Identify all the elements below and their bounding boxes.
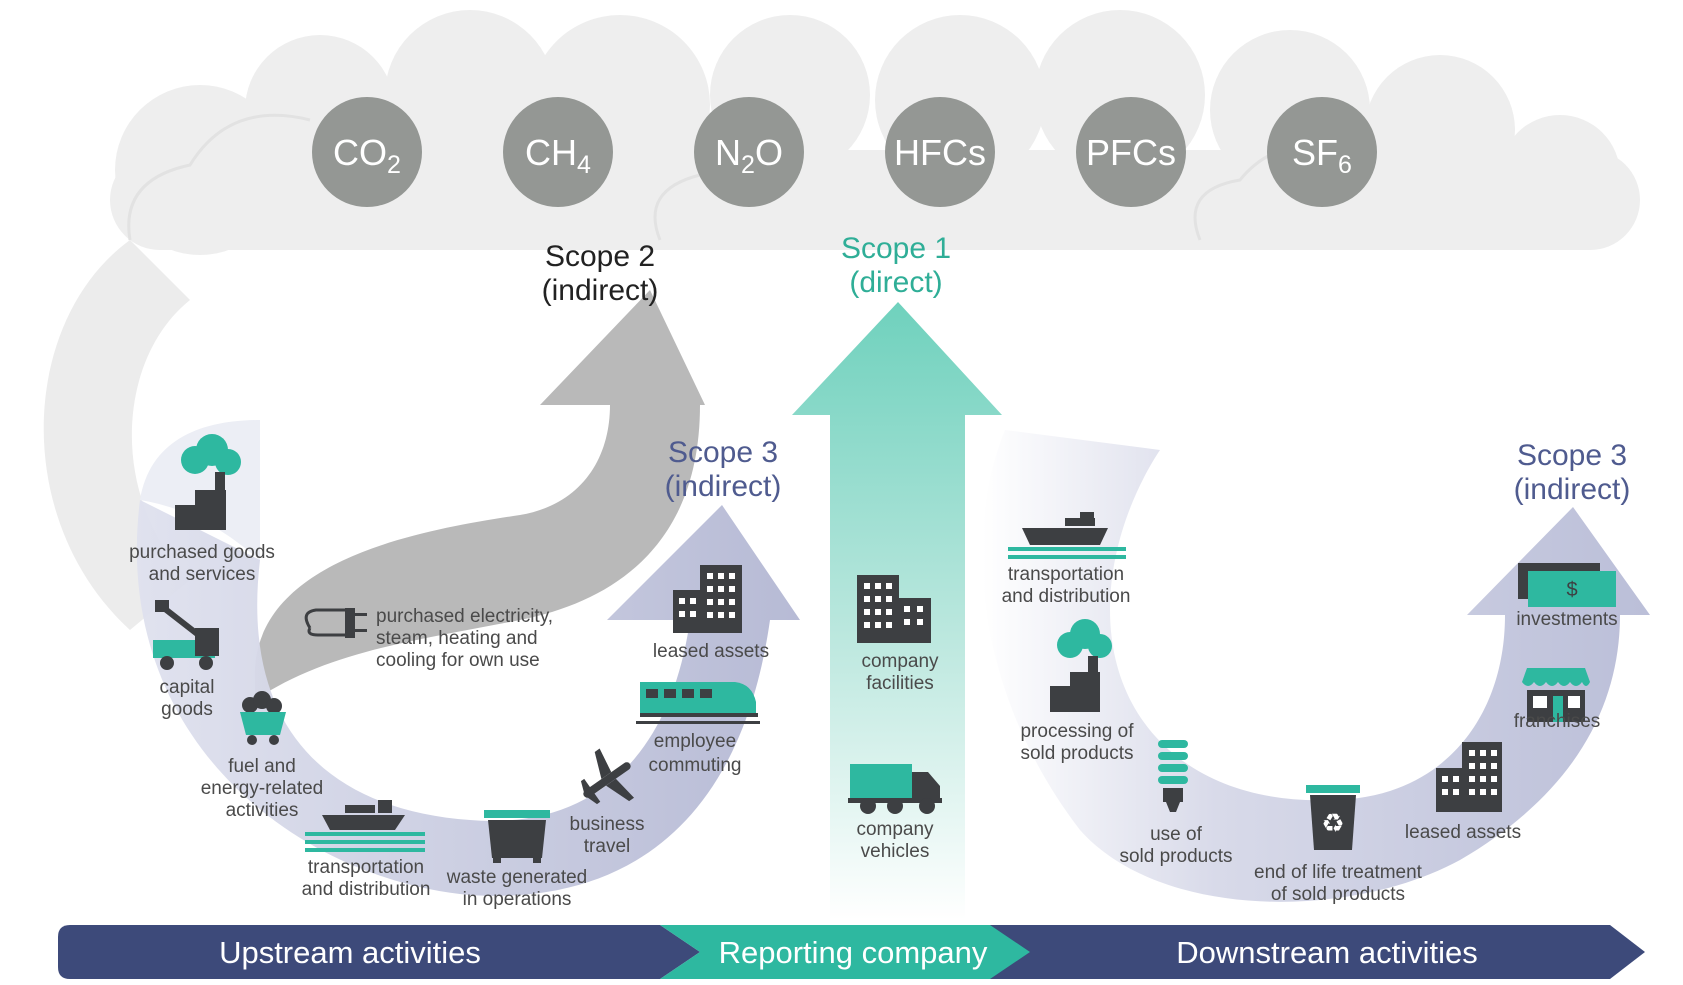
coal-cart-icon (240, 691, 286, 745)
building-icon (673, 565, 742, 633)
cloud-band (110, 10, 1640, 255)
scope2-arrow (254, 290, 705, 700)
bulb-icon (1158, 740, 1188, 812)
gas-pfcs: PFCs (1076, 97, 1186, 207)
scope2-title: Scope 2 (545, 240, 655, 273)
money-icon: $ (1518, 563, 1616, 607)
downstream-activities-label: Downstream activities (1176, 935, 1477, 970)
scope3-upstream-title: Scope 3 (668, 436, 778, 469)
building-icon (857, 575, 931, 643)
plug-icon (304, 608, 367, 638)
bottom-activity-bar: Upstream activities Reporting company Do… (58, 925, 1645, 979)
svg-text:CH4: CH4 (525, 132, 591, 179)
reporting-bar (660, 925, 1030, 979)
gas-n2o: N2O (694, 97, 804, 207)
airplane-icon (580, 748, 635, 805)
upstream-bar (58, 925, 700, 979)
svg-text:CO2: CO2 (333, 132, 401, 179)
building-icon (1436, 742, 1502, 812)
factory-icon (1050, 619, 1112, 712)
scope3-upstream-subtitle: (indirect) (665, 470, 782, 503)
gas-sf6: SF6 (1267, 97, 1377, 207)
label-leased-assets-down: leased assets (1405, 822, 1521, 843)
label-leased-assets-up: leased assets (653, 641, 769, 662)
train-icon (636, 682, 760, 724)
scope2-subtitle: (indirect) (542, 274, 659, 307)
ship-icon (1008, 512, 1126, 559)
svg-text:HFCs: HFCs (894, 132, 986, 173)
crane-truck-icon (153, 600, 219, 670)
gas-circles: CO2 CH4 N2O HFCs PFCs SF6 (312, 97, 1377, 207)
svg-text:SF6: SF6 (1292, 132, 1352, 179)
downstream-bar (990, 925, 1645, 979)
gas-ch4: CH4 (503, 97, 613, 207)
scope3-downstream-subtitle: (indirect) (1514, 473, 1631, 506)
upstream-activities-label: Upstream activities (219, 935, 481, 970)
scope1-subtitle: (direct) (849, 266, 942, 299)
label-purchased-electricity: purchased electricity,steam, heating and… (376, 606, 553, 671)
svg-text:$: $ (1566, 579, 1577, 601)
scope1-title: Scope 1 (841, 232, 951, 265)
truck-icon (848, 764, 942, 814)
gas-hfcs: HFCs (885, 97, 995, 207)
gas-co2: CO2 (312, 97, 422, 207)
factory-icon (175, 434, 241, 530)
dumpster-icon (484, 810, 550, 863)
label-investments: investments (1516, 609, 1617, 630)
ship-icon (305, 800, 425, 852)
svg-text:PFCs: PFCs (1086, 132, 1176, 173)
svg-text:♻: ♻ (1321, 808, 1344, 838)
label-franchises: franchises (1514, 711, 1601, 732)
reporting-company-label: Reporting company (719, 935, 988, 970)
scope3-downstream-title: Scope 3 (1517, 439, 1627, 472)
svg-text:N2O: N2O (715, 132, 783, 179)
recycle-bin-icon: ♻ (1306, 785, 1360, 850)
upstream-scope3-arrow (136, 500, 800, 896)
storefront-icon (1522, 668, 1590, 722)
